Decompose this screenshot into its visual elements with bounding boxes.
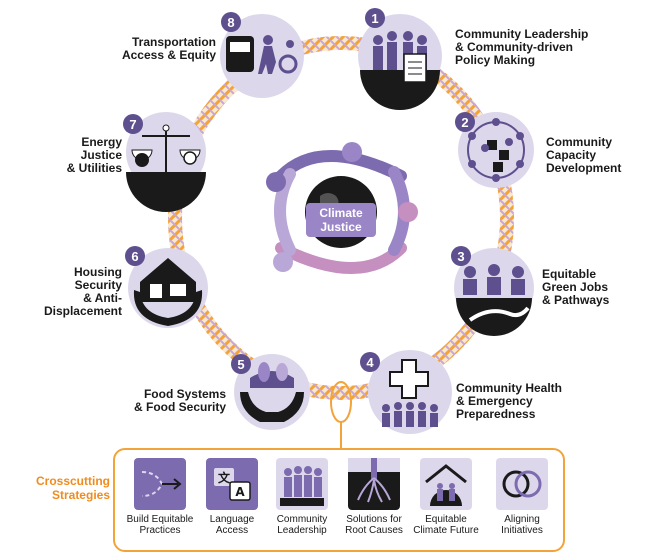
node-1-label: Community Leadership & Community-driven … [455, 27, 589, 67]
people-group-icon [276, 458, 328, 510]
node-3-number: 3 [457, 249, 464, 264]
center-label-line2: Justice [320, 220, 362, 234]
node-2: 2 [455, 112, 534, 188]
strategy-aligning-initiatives: Aligning Initiatives [484, 458, 560, 536]
food-basket-icon [250, 362, 294, 388]
node-2-label: Community Capacity Development [546, 135, 622, 175]
center-label-line1: Climate [319, 206, 363, 220]
node-8: 8 [220, 12, 304, 98]
svg-text:文: 文 [218, 470, 231, 485]
capacity-building-icon [481, 138, 513, 172]
node-7-label: Energy Justice & Utilities [66, 135, 122, 175]
health-cross-icon [389, 359, 429, 399]
node-4: 4 [360, 350, 452, 434]
node-4-label: Community Health & Emergency Preparednes… [456, 381, 563, 421]
venn-circles-icon [496, 458, 548, 510]
node-5-number: 5 [237, 357, 244, 372]
dashed-arrow-icon [134, 458, 186, 510]
strategy-solutions-for-root-causes: Solutions for Root Causes [336, 458, 412, 536]
strategy-equitable-climate-future: Equitable Climate Future [408, 458, 484, 536]
strategy-community-leadership: Community Leadership [264, 458, 340, 536]
person-head-icon [398, 202, 418, 222]
node-3: 3 [451, 246, 534, 336]
node-8-label: Transportation Access & Equity [121, 35, 216, 62]
node-6-label: Housing Security & Anti- Displacement [43, 265, 122, 318]
node-6: 6 [125, 246, 208, 328]
node-8-number: 8 [227, 15, 234, 30]
roots-icon [348, 458, 400, 510]
node-7-number: 7 [129, 117, 136, 132]
node-6-number: 6 [131, 249, 138, 264]
crosscutting-title: Crosscutting Strategies [35, 474, 110, 502]
node-5: 5 [231, 354, 310, 430]
lightbulb-icon [183, 151, 197, 165]
svg-text:A: A [235, 485, 245, 499]
green-jobs-icon [463, 264, 525, 295]
node-3-label: Equitable Green Jobs & Pathways [542, 267, 610, 307]
energy-scale-icon [131, 124, 201, 172]
wheelchair-icon [278, 54, 298, 74]
crosscutting-panel [113, 448, 565, 552]
node-5-label: Food Systems & Food Security [133, 387, 226, 414]
node-1: 1 [358, 8, 442, 110]
translate-icon: 文 A [206, 458, 258, 510]
strategy-language-access: 文 A Language Access [194, 458, 270, 536]
strategy-build-equitable-practices: Build Equitable Practices [122, 458, 198, 536]
house-hands-icon [133, 258, 203, 326]
person-head-icon [266, 172, 286, 192]
node-2-number: 2 [461, 115, 468, 130]
person-head-icon [273, 252, 293, 272]
hands-icon [240, 392, 304, 422]
helix-ring [168, 36, 514, 400]
node-4-number: 4 [366, 355, 374, 370]
climate-justice-center: Climate Justice [266, 142, 418, 274]
home-earth-icon [420, 458, 472, 510]
person-head-icon [342, 142, 362, 162]
globe-icon [135, 153, 149, 167]
transit-icon [226, 35, 298, 74]
node-1-number: 1 [371, 11, 378, 26]
node-7: 7 [123, 112, 206, 212]
